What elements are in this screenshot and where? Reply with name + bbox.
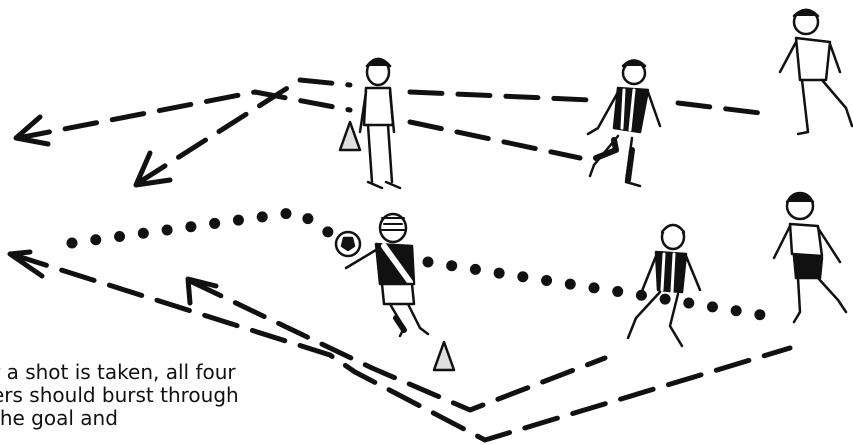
caption-line-2: ers should burst through — [0, 383, 239, 408]
caption-text: r a shot is taken, all four ers should b… — [0, 360, 300, 445]
player-running-top-middle-icon — [588, 61, 660, 187]
player-running-bottom-right-icon — [774, 193, 846, 322]
player-with-ball-icon — [346, 214, 428, 336]
cone-bottom-icon — [434, 342, 454, 370]
soccer-ball-icon — [336, 232, 360, 256]
arrow-head-top-left-icon — [16, 117, 48, 144]
player-running-top-right-icon — [780, 10, 852, 134]
run-path-top-right — [410, 92, 760, 158]
run-path-top-left — [18, 92, 350, 138]
caption-line-1: r a shot is taken, all four — [0, 360, 236, 385]
cone-top-icon — [340, 122, 360, 150]
run-path-top-middle — [138, 80, 350, 183]
player-standing-icon — [360, 59, 400, 188]
caption-line-3: the goal and — [0, 406, 118, 431]
player-running-bottom-middle-icon — [628, 225, 700, 346]
